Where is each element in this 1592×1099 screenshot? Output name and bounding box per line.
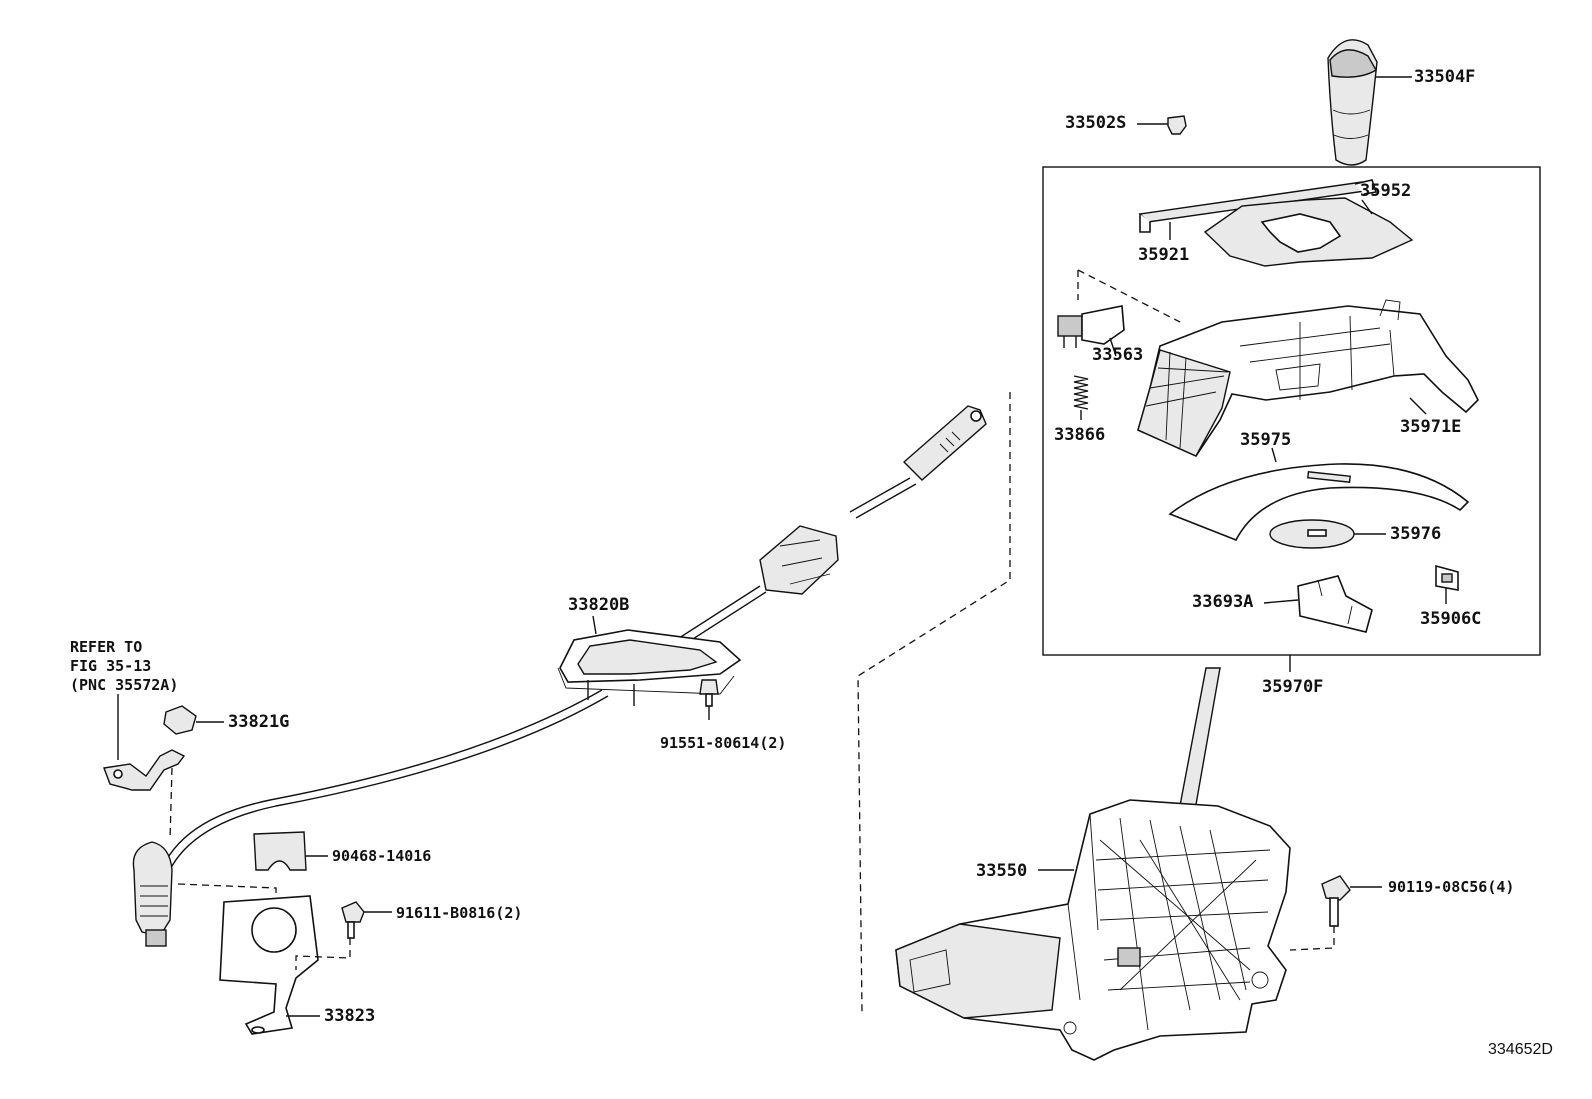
nut-33821G	[163, 705, 197, 735]
bracket-33693A	[1297, 575, 1373, 633]
callout-35952: 35952	[1360, 181, 1411, 201]
shift-cable	[132, 405, 987, 947]
callout-91551-80614: 91551-80614(2)	[660, 734, 786, 752]
callout-33502S: 33502S	[1065, 113, 1126, 133]
callout-35970F: 35970F	[1262, 677, 1323, 697]
callout-35921: 35921	[1138, 245, 1189, 265]
solenoid-33563	[1057, 305, 1125, 348]
bolt-91551	[699, 679, 719, 720]
callout-33820B: 33820B	[568, 595, 629, 615]
clip-part	[1167, 115, 1187, 135]
callout-35906C: 35906C	[1420, 609, 1481, 629]
callout-35976: 35976	[1390, 524, 1441, 544]
refer-note-line2: FIG 35-13	[70, 657, 151, 675]
callout-33504F: 33504F	[1414, 67, 1475, 87]
callout-90119-08C56: 90119-08C56(4)	[1388, 878, 1514, 896]
bracket-35921	[1138, 179, 1378, 233]
callout-33821G: 33821G	[228, 712, 289, 732]
clip-90468	[253, 831, 307, 871]
clip-35906C	[1435, 564, 1459, 591]
callout-90468-14016: 90468-14016	[332, 847, 431, 865]
subassembly-frame	[1042, 166, 1541, 656]
housing-35971E	[1137, 299, 1479, 458]
cable-bracket	[103, 749, 186, 791]
refer-note-line1: REFER TO	[70, 638, 142, 656]
callout-91611-B0816: 91611-B0816(2)	[396, 904, 522, 922]
callout-33550: 33550	[976, 861, 1027, 881]
callout-35971E: 35971E	[1400, 417, 1461, 437]
cover-film-35975	[1168, 463, 1470, 542]
bracket-33823	[219, 895, 319, 1035]
callout-33563: 33563	[1092, 345, 1143, 365]
bolt-90119	[1321, 875, 1351, 927]
plate-35952	[1203, 197, 1414, 267]
callout-35975: 35975	[1240, 430, 1291, 450]
spring-33866	[1073, 375, 1089, 410]
callout-33866: 33866	[1054, 425, 1105, 445]
refer-note-line3: (PNC 35572A)	[70, 676, 178, 694]
seal-35976	[1269, 519, 1355, 549]
bolt-91611	[341, 901, 365, 939]
shift-lever-assembly	[895, 667, 1291, 1061]
figure-id: 334652D	[1488, 1041, 1553, 1058]
shift-knob	[1327, 39, 1378, 166]
callout-33823: 33823	[324, 1006, 375, 1026]
callout-33693A: 33693A	[1192, 592, 1253, 612]
